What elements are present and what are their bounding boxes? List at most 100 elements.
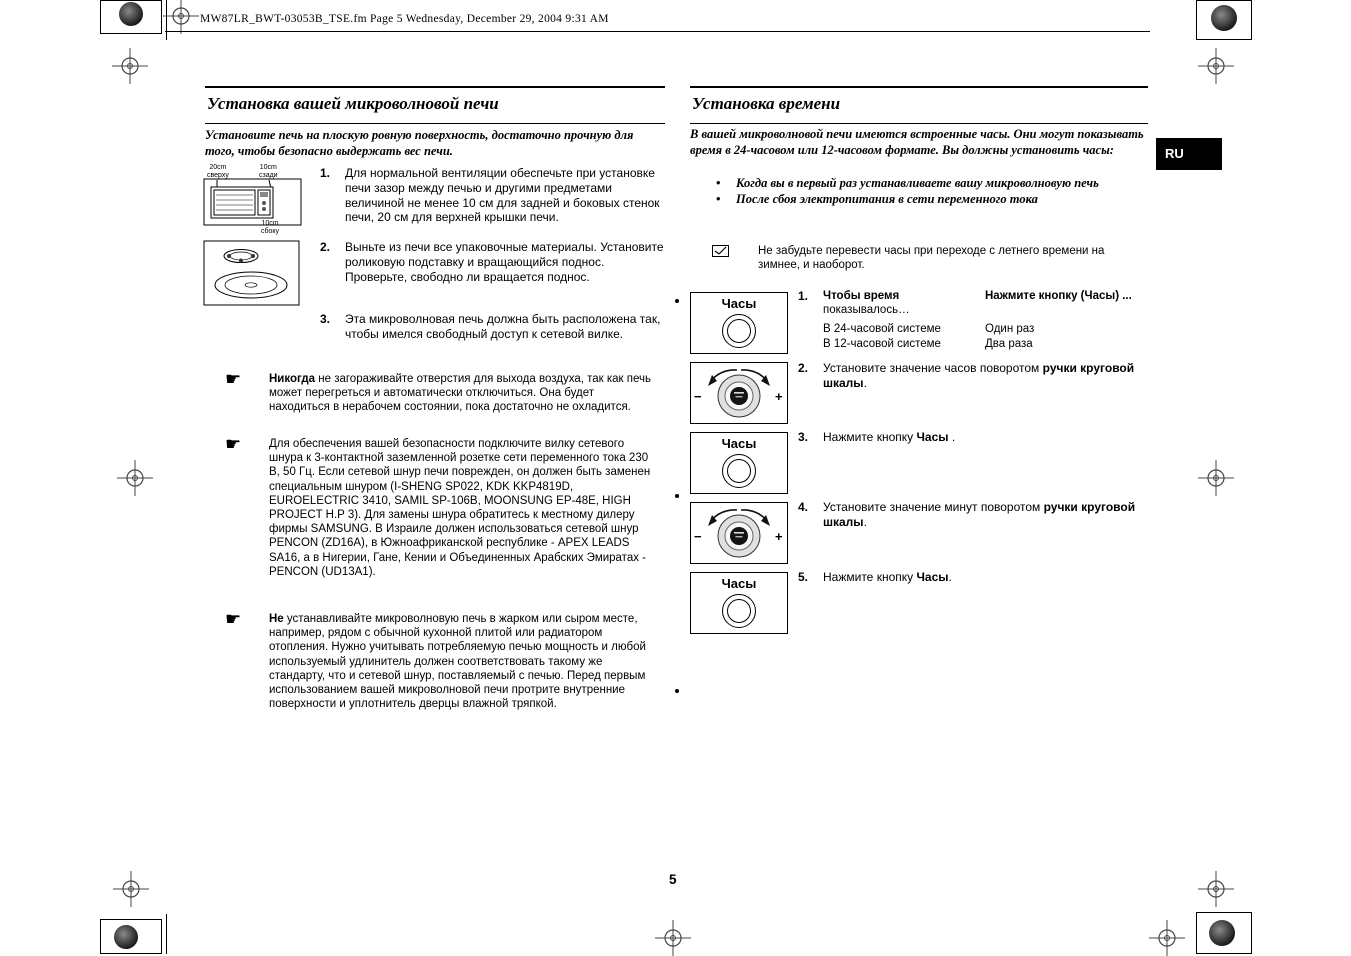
document-header: MW87LR_BWT-03053B_TSE.fm Page 5 Wednesda…: [200, 13, 609, 25]
time-step-5: 5. Нажмите кнопку Часы.: [798, 570, 1150, 585]
step-number: 2.: [320, 240, 331, 254]
dial-plus-label: +: [775, 529, 783, 544]
left-section-title-block: Установка вашей микроволновой печи: [205, 86, 665, 124]
step-number: 1.: [320, 166, 331, 180]
dial-minus-label: −: [694, 389, 702, 404]
right-section-title: Установка времени: [692, 94, 841, 113]
clock-button-figure: Часы: [690, 292, 788, 354]
time-step-2: 2. Установите значение часов поворотом р…: [798, 361, 1150, 391]
crop-tick: [166, 0, 167, 40]
dial-minus-label: −: [694, 529, 702, 544]
clock-note: Не забудьте перевести часы при переходе …: [758, 245, 1105, 272]
dial-knob-figure: − +: [690, 502, 788, 564]
row-12h-label: В 12-часовой системе: [823, 337, 941, 350]
clock-button-label: Часы: [721, 436, 757, 451]
step-text: Эта микроволновая печь должна быть распо…: [345, 312, 661, 341]
language-badge: RU: [1156, 138, 1222, 170]
clock-button-label: Часы: [721, 296, 757, 311]
step-number: 4.: [798, 500, 809, 514]
bullet-marker: •: [716, 191, 721, 206]
divider-dot: [675, 494, 679, 498]
registration-mark: [163, 0, 199, 34]
step-text: Выньте из печи все упаковочные материалы…: [345, 240, 664, 284]
registration-mark: [113, 871, 149, 907]
divider-dot: [675, 299, 679, 303]
registration-mark: [655, 920, 691, 956]
left-section-title: Установка вашей микроволновой печи: [207, 94, 499, 113]
note-text: Никогда не загораживайте отверстия для в…: [269, 372, 655, 415]
bullet-item: • После сбоя электропитания в сети перем…: [712, 192, 1148, 208]
clearance-diagram: 20cm сверху 10cm сзади 10cm сбоку: [203, 164, 303, 238]
time-step-4: 4. Установите значение минут поворотом р…: [798, 500, 1150, 530]
bullet-text: Когда вы в первый раз устанавливаете ваш…: [736, 176, 1099, 190]
registration-mark: [1198, 460, 1234, 496]
registration-mark: [1149, 920, 1185, 956]
right-section-title-block: Установка времени: [690, 86, 1148, 124]
pointing-hand-icon: ☛: [225, 434, 242, 454]
print-color-dot: [114, 925, 138, 949]
crop-tick: [166, 914, 167, 954]
col1-header: Чтобы время: [823, 290, 900, 302]
clearance-top-label: 20cm сверху: [207, 164, 229, 179]
time-step-3: 3. Нажмите кнопку Часы .: [798, 430, 1150, 445]
page-number: 5: [669, 872, 677, 887]
dial-knob-figure: − +: [690, 362, 788, 424]
registration-mark: [112, 48, 148, 84]
step-text: Установите значение часов поворотом ручк…: [823, 361, 1135, 390]
step-number: 5.: [798, 570, 809, 584]
note-text: Не устанавливайте микроволновую печь в ж…: [269, 612, 655, 711]
bullet-marker: •: [716, 176, 721, 190]
print-color-dot: [1209, 920, 1235, 946]
registration-mark: [1198, 48, 1234, 84]
step-text: Установите значение минут поворотом ручк…: [823, 500, 1136, 529]
step-number: 3.: [798, 430, 809, 444]
col2-header: Нажмите кнопку (Часы) ...: [985, 290, 1132, 302]
note-icon: [712, 244, 729, 263]
registration-mark: [117, 460, 153, 496]
clock-button-icon: [722, 454, 756, 488]
clock-button-label: Часы: [721, 576, 757, 591]
step-text: Нажмите кнопку Часы .: [823, 430, 956, 444]
time-step-1-table: Чтобы время Нажмите кнопку (Часы) ... по…: [823, 289, 1132, 351]
step-number: 2.: [798, 361, 809, 375]
pointing-hand-icon: ☛: [225, 609, 242, 629]
right-intro-bullets: • Когда вы в первый раз устанавливаете в…: [712, 176, 1148, 207]
dial-knob-icon: − +: [694, 369, 783, 418]
note-body: не загораживайте отверстия для выхода во…: [269, 373, 651, 414]
clock-button-icon: [722, 594, 756, 628]
note-body: Для обеспечения вашей безопасности подкл…: [269, 438, 651, 578]
clock-button-icon: [722, 314, 756, 348]
note-bold: Никогда: [269, 373, 316, 385]
row-24h-label: В 24-часовой системе: [823, 323, 941, 336]
dial-knob-icon: − +: [694, 509, 783, 558]
step-number: 1.: [798, 289, 809, 303]
caution-note-3: ☛ Не устанавливайте микроволновую печь в…: [225, 609, 655, 711]
caution-note-1: ☛ Никогда не загораживайте отверстия для…: [225, 370, 655, 415]
microwave-drawing: [203, 178, 302, 226]
divider-dot: [675, 689, 679, 693]
note-bold: Не: [269, 613, 284, 625]
left-intro: Установите печь на плоскую ровную поверх…: [205, 128, 634, 158]
row-24h-value: Один раз: [985, 323, 1035, 336]
note-text: Для обеспечения вашей безопасности подкл…: [269, 437, 655, 579]
install-step-2: 2. Выньте из печи все упаковочные матери…: [320, 240, 665, 284]
print-color-dot: [119, 2, 143, 26]
registration-mark: [1198, 871, 1234, 907]
caution-note-2: ☛ Для обеспечения вашей безопасности под…: [225, 434, 655, 579]
turntable-drawing: [203, 240, 300, 306]
install-step-1: 1. Для нормальной вентиляции обеспечьте …: [320, 166, 665, 225]
install-step-3: 3. Эта микроволновая печь должна быть ра…: [320, 312, 665, 342]
time-step-1: 1. Чтобы время Нажмите кнопку (Часы) ...…: [798, 289, 1150, 351]
step-text: Для нормальной вентиляции обеспечьте при…: [345, 166, 660, 225]
clock-button-figure: Часы: [690, 432, 788, 494]
clearance-side-label: 10cm сбоку: [261, 220, 280, 235]
turntable-diagram: [203, 240, 300, 311]
clock-button-figure: Часы: [690, 572, 788, 634]
row-12h-value: Два раза: [985, 337, 1033, 350]
step-text: Нажмите кнопку Часы.: [823, 570, 952, 584]
header-rule: [165, 31, 1150, 32]
bullet-text: После сбоя электропитания в сети перемен…: [736, 191, 1038, 206]
step-number: 3.: [320, 312, 331, 326]
bullet-item: • Когда вы в первый раз устанавливаете в…: [712, 176, 1148, 192]
clearance-back-label: 10cm сзади: [259, 164, 278, 179]
